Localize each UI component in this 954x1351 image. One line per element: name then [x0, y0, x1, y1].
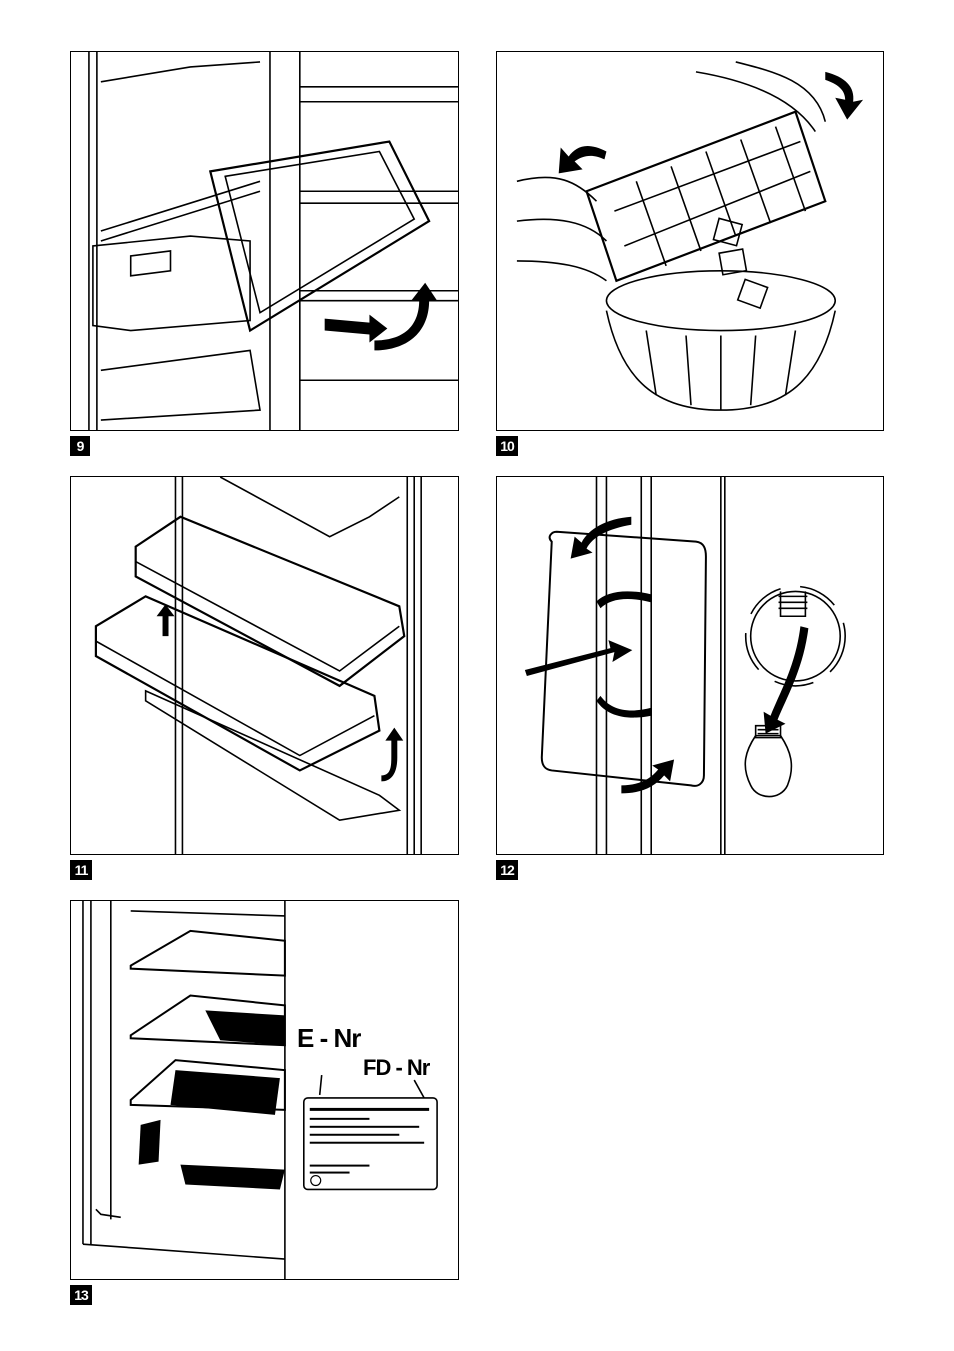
figure-11-number: 11 [70, 860, 92, 880]
door-shelves-illustration [71, 477, 458, 854]
figure-9-drawer-removal [70, 51, 459, 431]
ice-tray-illustration [497, 52, 883, 430]
figure-12-number: 12 [496, 860, 518, 880]
figure-12-light-bulb-replacement [496, 476, 884, 855]
figure-11-door-shelves [70, 476, 459, 855]
figure-9-number: 9 [70, 436, 90, 456]
figure-10-ice-cube-tray [496, 51, 884, 431]
fd-nr-label: FD - Nr [363, 1055, 429, 1081]
figure-13-rating-plate: E - Nr FD - Nr [70, 900, 459, 1280]
drawer-removal-illustration [71, 52, 458, 430]
e-nr-label: E - Nr [297, 1023, 360, 1054]
light-bulb-illustration [497, 477, 883, 854]
rating-plate-illustration [71, 901, 458, 1279]
figure-13-number: 13 [70, 1285, 92, 1305]
figure-10-number: 10 [496, 436, 518, 456]
